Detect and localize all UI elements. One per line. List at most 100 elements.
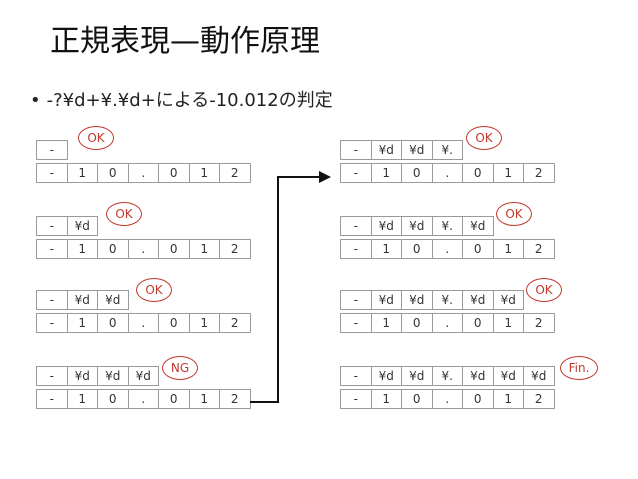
cell: 0 xyxy=(463,314,494,332)
cell: 0 xyxy=(159,390,190,408)
cell: 1 xyxy=(372,164,402,182)
cell: ¥. xyxy=(433,367,463,385)
bullet-dot: • xyxy=(30,90,41,111)
status-bubble: OK xyxy=(106,202,142,226)
cell: 0 xyxy=(463,390,494,408)
cell: 0 xyxy=(402,164,433,182)
cell: - xyxy=(341,390,372,408)
status-bubble: NG xyxy=(162,356,198,380)
cell: ¥d xyxy=(463,291,494,309)
cell: 0 xyxy=(98,314,129,332)
cell: 1 xyxy=(190,164,220,182)
pattern-row: -¥d¥d¥.¥d¥d xyxy=(340,290,524,310)
bullet-text: •-?¥d+¥.¥d+による-10.012の判定 xyxy=(30,88,333,114)
pattern-row: -¥d¥d xyxy=(36,290,129,310)
cell: - xyxy=(341,314,372,332)
cell: . xyxy=(433,240,463,258)
cell: ¥d xyxy=(372,367,402,385)
status-bubble: OK xyxy=(78,126,114,150)
status-bubble: Fin. xyxy=(560,356,598,380)
cell: 0 xyxy=(159,314,190,332)
cell: ¥. xyxy=(433,217,463,235)
cell: - xyxy=(341,240,372,258)
cell: 0 xyxy=(402,314,433,332)
cell: 0 xyxy=(402,240,433,258)
cell: 1 xyxy=(494,390,524,408)
cell: 0 xyxy=(159,164,190,182)
cell: 1 xyxy=(494,240,524,258)
cell: 0 xyxy=(98,390,129,408)
cell: ¥d xyxy=(98,367,129,385)
cell: ¥d xyxy=(129,367,159,385)
cell: - xyxy=(341,367,372,385)
cell: ¥d xyxy=(68,367,98,385)
cell: . xyxy=(433,390,463,408)
cell: 1 xyxy=(372,240,402,258)
cell: - xyxy=(37,164,68,182)
slide-title: 正規表現—動作原理 xyxy=(50,24,320,59)
cell: 2 xyxy=(220,240,251,258)
cell: - xyxy=(37,367,68,385)
pattern-row: - xyxy=(36,140,68,160)
cell: . xyxy=(433,314,463,332)
cell: ¥d xyxy=(402,217,433,235)
cell: 1 xyxy=(494,314,524,332)
cell: ¥d xyxy=(372,291,402,309)
bullet-label: -?¥d+¥.¥d+による-10.012の判定 xyxy=(46,90,333,111)
cell: ¥d xyxy=(402,367,433,385)
cell: 2 xyxy=(524,390,555,408)
status-bubble: OK xyxy=(526,278,562,302)
cell: 0 xyxy=(98,240,129,258)
cell: - xyxy=(37,291,68,309)
cell: - xyxy=(37,314,68,332)
cell: - xyxy=(37,141,68,159)
pattern-row: -¥d¥d¥d xyxy=(36,366,159,386)
cell: 2 xyxy=(220,390,251,408)
status-bubble: OK xyxy=(496,202,532,226)
cell: 1 xyxy=(68,240,98,258)
cell: - xyxy=(37,390,68,408)
cell: ¥d xyxy=(524,367,555,385)
cell: 0 xyxy=(402,390,433,408)
cell: ¥d xyxy=(68,291,98,309)
cell: 1 xyxy=(190,314,220,332)
cell: ¥d xyxy=(402,141,433,159)
cell: 1 xyxy=(68,390,98,408)
cell: 2 xyxy=(524,164,555,182)
pattern-row: -¥d¥d¥.¥d¥d¥d xyxy=(340,366,555,386)
cell: 1 xyxy=(190,390,220,408)
cell: . xyxy=(129,240,159,258)
cell: 2 xyxy=(524,240,555,258)
cell: ¥d xyxy=(372,141,402,159)
cell: 1 xyxy=(68,314,98,332)
cell: 0 xyxy=(98,164,129,182)
cell: . xyxy=(433,164,463,182)
cell: ¥d xyxy=(463,367,494,385)
cell: - xyxy=(37,217,68,235)
cell: - xyxy=(341,164,372,182)
status-bubble: OK xyxy=(466,126,502,150)
cell: 1 xyxy=(494,164,524,182)
cell: ¥. xyxy=(433,291,463,309)
pattern-row: -¥d xyxy=(36,216,98,236)
cell: 0 xyxy=(463,164,494,182)
cell: . xyxy=(129,314,159,332)
cell: - xyxy=(341,217,372,235)
cell: 1 xyxy=(372,314,402,332)
cell: ¥d xyxy=(372,217,402,235)
cell: 2 xyxy=(220,164,251,182)
cell: - xyxy=(341,291,372,309)
cell: 0 xyxy=(463,240,494,258)
status-bubble: OK xyxy=(136,278,172,302)
cell: . xyxy=(129,164,159,182)
pattern-row: -¥d¥d¥.¥d xyxy=(340,216,494,236)
cell: ¥. xyxy=(433,141,463,159)
